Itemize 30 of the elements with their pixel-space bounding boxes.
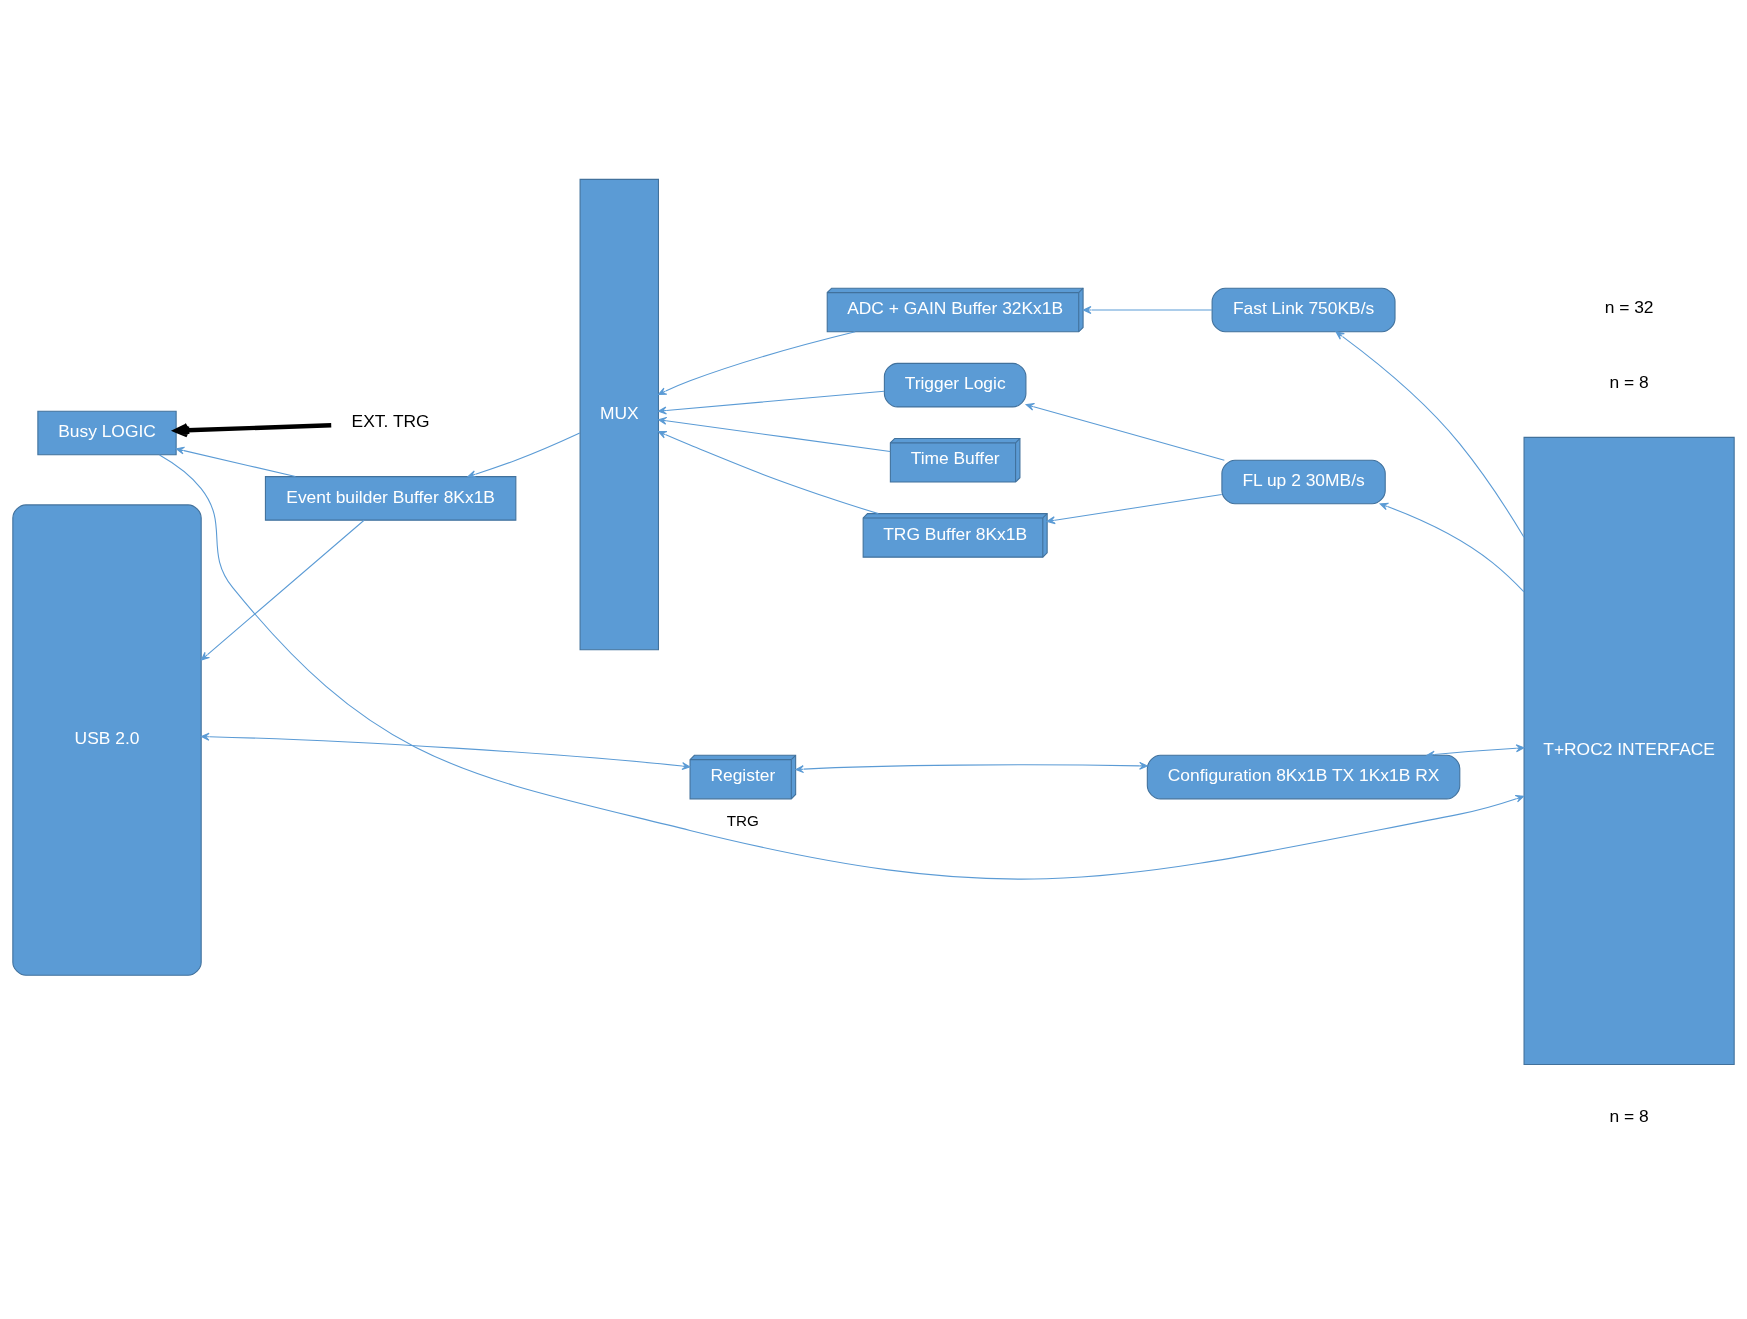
label: n = 32 <box>1604 297 1654 318</box>
arrow <box>1025 402 1225 461</box>
arrow <box>795 761 1148 774</box>
arrow <box>200 732 691 771</box>
arrow <box>658 416 891 453</box>
node-box: Trigger Logic <box>883 362 1027 408</box>
node-box: Fast Link 750KB/s <box>1211 287 1396 333</box>
arrow <box>200 519 365 661</box>
node-box: T+ROC2 INTERFACE <box>1523 436 1735 1066</box>
arrow <box>657 331 856 395</box>
arrow <box>1426 744 1525 759</box>
label: n = 8 <box>1609 372 1649 393</box>
edge-label: TRG <box>726 812 759 830</box>
node-box: MUX <box>579 178 659 651</box>
arrow <box>1046 493 1223 525</box>
arrow <box>159 454 1525 880</box>
arrow <box>1335 331 1525 538</box>
node-box: Busy LOGIC <box>37 410 177 456</box>
node-box: Configuration 8Kx1B TX 1Kx1B RX <box>1146 754 1461 800</box>
node-box: USB 2.0 <box>12 504 202 976</box>
arrow <box>658 430 879 515</box>
node-box: Event builder Buffer 8Kx1B <box>264 476 517 521</box>
arrow <box>175 446 296 478</box>
arrow <box>1082 306 1213 314</box>
node-box: FL up 2 30MB/s <box>1221 459 1386 505</box>
label: n = 8 <box>1609 1106 1649 1127</box>
arrow <box>467 432 581 479</box>
arrow <box>658 390 885 415</box>
arrow <box>1379 502 1525 593</box>
node-text: EXT. TRG <box>351 411 430 432</box>
